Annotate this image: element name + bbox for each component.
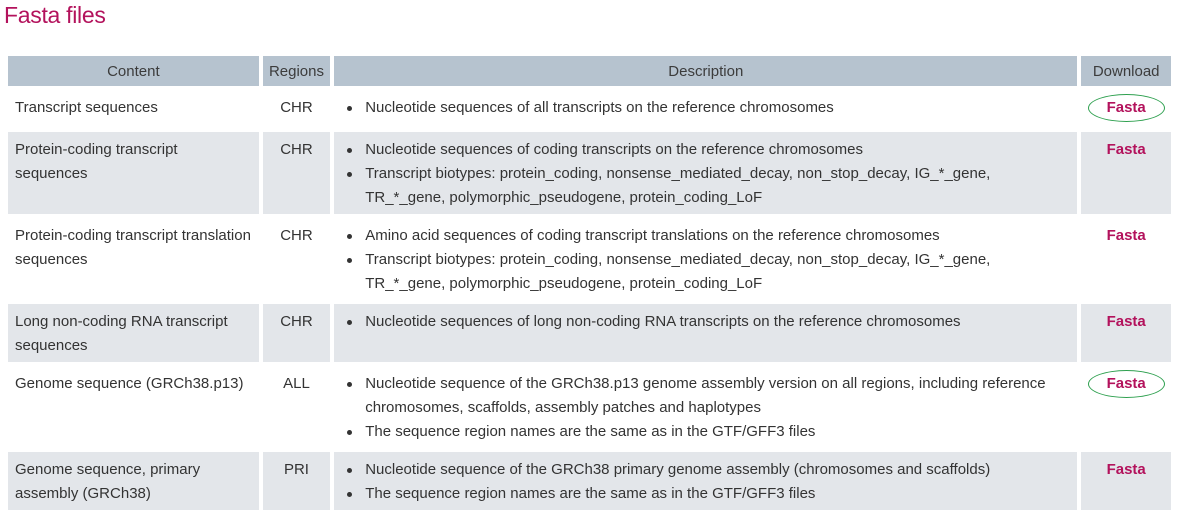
description-cell: Nucleotide sequence of the GRCh38 primar…: [334, 452, 1078, 510]
table-header-row: Content Regions Description Download: [8, 56, 1171, 86]
fasta-download-link[interactable]: Fasta: [1106, 141, 1146, 158]
description-item: Nucleotide sequences of coding transcrip…: [345, 138, 1070, 162]
header-download: Download: [1081, 56, 1171, 86]
table-row: Protein-coding transcript translation se…: [8, 218, 1171, 300]
description-list: Nucleotide sequence of the GRCh38 primar…: [341, 458, 1070, 506]
regions-cell: CHR: [262, 304, 331, 362]
download-cell: Fasta: [1081, 90, 1171, 128]
description-list: Amino acid sequences of coding transcrip…: [341, 224, 1070, 296]
table-row: Protein-coding transcript sequences CHR …: [8, 132, 1171, 214]
description-cell: Nucleotide sequences of long non-coding …: [334, 304, 1078, 362]
description-item: Nucleotide sequences of long non-coding …: [345, 310, 1070, 334]
fasta-download-link[interactable]: Fasta: [1106, 461, 1146, 478]
download-cell: Fasta: [1081, 132, 1171, 214]
regions-cell: CHR: [262, 132, 331, 214]
fasta-download-link[interactable]: Fasta: [1087, 370, 1165, 398]
description-cell: Nucleotide sequence of the GRCh38.p13 ge…: [334, 366, 1078, 448]
table-row: Transcript sequences CHR Nucleotide sequ…: [8, 90, 1171, 128]
description-item: Nucleotide sequence of the GRCh38 primar…: [345, 458, 1070, 482]
description-list: Nucleotide sequences of all transcripts …: [341, 96, 1070, 120]
regions-cell: PRI: [262, 452, 331, 510]
description-cell: Nucleotide sequences of coding transcrip…: [334, 132, 1078, 214]
description-list: Nucleotide sequences of coding transcrip…: [341, 138, 1070, 210]
content-cell: Long non-coding RNA transcript sequences: [8, 304, 259, 362]
download-cell: Fasta: [1081, 452, 1171, 510]
header-regions: Regions: [262, 56, 331, 86]
header-description: Description: [334, 56, 1078, 86]
page-title: Fasta files: [4, 2, 106, 28]
table-row: Genome sequence (GRCh38.p13) ALL Nucleot…: [8, 366, 1171, 448]
description-item: Transcript biotypes: protein_coding, non…: [345, 248, 1070, 296]
regions-cell: CHR: [262, 90, 331, 128]
content-cell: Protein-coding transcript sequences: [8, 132, 259, 214]
content-cell: Genome sequence (GRCh38.p13): [8, 366, 259, 448]
description-item: Nucleotide sequences of all transcripts …: [345, 96, 1070, 120]
fasta-download-link[interactable]: Fasta: [1106, 313, 1146, 330]
description-item: Amino acid sequences of coding transcrip…: [345, 224, 1070, 248]
description-cell: Nucleotide sequences of all transcripts …: [334, 90, 1078, 128]
download-cell: Fasta: [1081, 218, 1171, 300]
fasta-files-table: Content Regions Description Download Tra…: [4, 52, 1175, 512]
table-row: Long non-coding RNA transcript sequences…: [8, 304, 1171, 362]
description-item: The sequence region names are the same a…: [345, 420, 1070, 444]
description-cell: Amino acid sequences of coding transcrip…: [334, 218, 1078, 300]
table-row: Genome sequence, primary assembly (GRCh3…: [8, 452, 1171, 510]
content-cell: Protein-coding transcript translation se…: [8, 218, 259, 300]
regions-cell: CHR: [262, 218, 331, 300]
content-cell: Transcript sequences: [8, 90, 259, 128]
download-cell: Fasta: [1081, 304, 1171, 362]
description-item: Nucleotide sequence of the GRCh38.p13 ge…: [345, 372, 1070, 420]
fasta-download-link[interactable]: Fasta: [1087, 94, 1165, 122]
regions-cell: ALL: [262, 366, 331, 448]
description-list: Nucleotide sequence of the GRCh38.p13 ge…: [341, 372, 1070, 444]
content-cell: Genome sequence, primary assembly (GRCh3…: [8, 452, 259, 510]
description-item: Transcript biotypes: protein_coding, non…: [345, 162, 1070, 210]
header-content: Content: [8, 56, 259, 86]
fasta-download-link[interactable]: Fasta: [1106, 227, 1146, 244]
description-item: The sequence region names are the same a…: [345, 482, 1070, 506]
description-list: Nucleotide sequences of long non-coding …: [341, 310, 1070, 334]
download-cell: Fasta: [1081, 366, 1171, 448]
